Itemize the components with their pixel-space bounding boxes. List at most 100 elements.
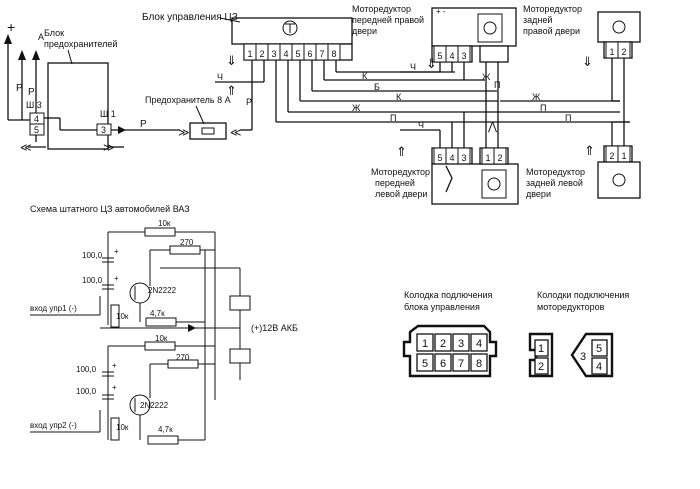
control-connector-pin bbox=[470, 353, 488, 372]
pin-label: 1 bbox=[485, 153, 490, 163]
control-connector-pin-label: 8 bbox=[476, 358, 482, 370]
svg-text:+: + bbox=[114, 247, 119, 256]
pin-label: 4 bbox=[449, 51, 454, 61]
wire-k-label: К bbox=[362, 71, 368, 81]
pin-box bbox=[493, 147, 507, 165]
transistor-b: 2N2222 bbox=[140, 401, 169, 410]
control-connector-title-2: блока управления bbox=[404, 302, 480, 312]
motor-connector-title-2: моторедукторов bbox=[537, 302, 605, 312]
control-connector-title-1: Колодка подлючения bbox=[404, 290, 493, 300]
wire-p-label-1: Р bbox=[16, 83, 23, 94]
wire-p-vertical: Р bbox=[246, 97, 252, 107]
wire-p-label: П bbox=[390, 113, 396, 123]
control-connector-pin-label: 4 bbox=[476, 338, 482, 350]
control-unit-title: Блок управления ЦЗ bbox=[142, 12, 238, 23]
wire-p-label-out: Р bbox=[140, 119, 147, 130]
svg-text:⇑: ⇑ bbox=[584, 143, 595, 158]
pin-label: 3 bbox=[461, 153, 466, 163]
pin-label: 2 bbox=[259, 49, 264, 59]
motor-big-pin bbox=[591, 339, 608, 357]
pin-label: 4 bbox=[283, 49, 288, 59]
fuse-8a-label: Предохранитель 8 А bbox=[145, 95, 231, 105]
motor-connector-title-1: Колодки подключения bbox=[537, 290, 629, 300]
control-connector-pin bbox=[416, 333, 434, 352]
svg-text:≫: ≫ bbox=[178, 127, 190, 139]
svg-text:+: + bbox=[114, 274, 119, 283]
rear-left-title-3: двери bbox=[526, 189, 551, 199]
pin-label: 3 bbox=[461, 51, 466, 61]
control-connector-pin-label: 1 bbox=[422, 338, 428, 350]
pin-label: 1 bbox=[247, 49, 252, 59]
pin-label: 1 bbox=[609, 47, 614, 57]
wire-zh-label: Ж bbox=[352, 103, 361, 113]
fuse-block-title-1: Блок bbox=[44, 28, 64, 38]
svg-text:+: + bbox=[112, 383, 117, 392]
motor-small-pin-label: 1 bbox=[538, 343, 544, 355]
rear-left-title-1: Моторедуктор bbox=[526, 167, 585, 177]
wire-p4-label: П bbox=[565, 113, 571, 123]
schematic: Схема штатного ЦЗ автомобилей ВАЗ 10к 27… bbox=[30, 204, 298, 445]
schematic-title: Схема штатного ЦЗ автомобилей ВАЗ bbox=[30, 204, 190, 214]
wire-a-label: А bbox=[38, 32, 44, 42]
wire-zh2-label: Ж bbox=[482, 72, 491, 82]
front-right-title-2: передней правой bbox=[352, 15, 424, 25]
fuse-pin-5: 5 bbox=[34, 125, 39, 135]
power-arrows: + Р Р А bbox=[4, 19, 44, 120]
svg-text:+ -: + - bbox=[436, 7, 446, 16]
connector-sh3: Ш 3 bbox=[26, 100, 42, 110]
motor-connector-small-pins: 12 bbox=[534, 339, 549, 375]
c-100-d: 100,0 bbox=[76, 387, 97, 396]
control-connector-pin bbox=[452, 333, 470, 352]
r-270-a: 270 bbox=[180, 238, 194, 247]
power-plus-label: + bbox=[7, 19, 15, 35]
transistor-a: 2N2222 bbox=[148, 286, 177, 295]
pin-label: 1 bbox=[621, 151, 626, 161]
wire-p3-label: П bbox=[540, 103, 546, 113]
pin-label: 2 bbox=[497, 153, 502, 163]
r-10k-c: 10к bbox=[155, 334, 168, 343]
control-connector-pin bbox=[416, 353, 434, 372]
wire-b-label: Б bbox=[374, 82, 380, 92]
pin-box bbox=[327, 43, 341, 61]
wire-ch-label-1: Ч bbox=[217, 72, 223, 82]
svg-text:⇓: ⇓ bbox=[426, 56, 437, 71]
r-270-b: 270 bbox=[176, 353, 190, 362]
control-connector-pin bbox=[434, 333, 452, 352]
control-connector-pin-label: 6 bbox=[440, 358, 446, 370]
pin-label: 2 bbox=[621, 47, 626, 57]
c-100-c: 100,0 bbox=[76, 365, 97, 374]
motor-small-pin bbox=[534, 357, 549, 375]
svg-text:⋀: ⋀ bbox=[487, 121, 498, 133]
control-connector-pin-label: 3 bbox=[458, 338, 464, 350]
input-1-label: вход упр1 (-) bbox=[30, 304, 77, 313]
rear-right-title-2: задней bbox=[523, 15, 552, 25]
rear-right-title-1: Моторедуктор bbox=[523, 4, 582, 14]
pin-label: 5 bbox=[437, 51, 442, 61]
fuse-pin-3: 3 bbox=[101, 125, 106, 135]
connectors: Колодка подлючения блока управления Коло… bbox=[402, 290, 629, 378]
motor-big-pin-label: 5 bbox=[596, 343, 602, 355]
pin-label: 3 bbox=[271, 49, 276, 59]
svg-text:≪: ≪ bbox=[230, 127, 242, 139]
svg-text:⇑: ⇑ bbox=[226, 83, 237, 98]
rear-right-title-3: правой двери bbox=[523, 26, 580, 36]
r-10k-b: 10к bbox=[116, 312, 129, 321]
control-connector-pin-label: 7 bbox=[458, 358, 464, 370]
control-connector-pin-label: 2 bbox=[440, 338, 446, 350]
wire-p-label-2: Р bbox=[28, 87, 35, 98]
svg-text:⇑: ⇑ bbox=[396, 144, 407, 159]
fuse-8a: Р ≫ ≪ Предохранитель 8 А bbox=[111, 95, 252, 140]
svg-text:≪: ≪ bbox=[20, 142, 32, 154]
pin-label: 7 bbox=[319, 49, 324, 59]
